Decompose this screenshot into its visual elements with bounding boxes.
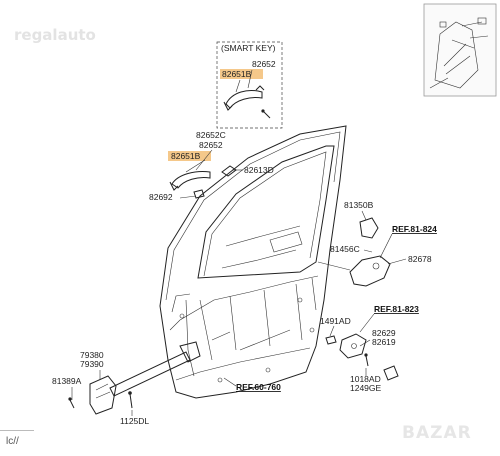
part-82651B-mid[interactable]: 82651B — [171, 151, 201, 161]
smart-key-label: (SMART KEY) — [221, 43, 276, 53]
ref-81-824[interactable]: REF.81-824 — [392, 224, 437, 234]
part-79390[interactable]: 79390 — [80, 359, 104, 369]
part-79380[interactable]: 79380 — [80, 350, 104, 360]
screw-icon — [261, 109, 271, 119]
watermark-bazar: BAZAR — [402, 423, 472, 443]
highlight-82651B-top — [220, 69, 263, 79]
highlight-82651B-mid — [168, 151, 211, 161]
outside-handle — [169, 171, 211, 191]
part-82629[interactable]: 82629 — [372, 328, 396, 338]
handle-pad — [193, 189, 205, 199]
bottom-caption: lc// — [6, 436, 19, 447]
outside-handle-smartkey — [223, 85, 265, 111]
part-82652-mid[interactable]: 82652 — [199, 140, 223, 150]
ref-81-823[interactable]: REF.81-823 — [374, 304, 419, 314]
part-81350B[interactable]: 81350B — [344, 200, 374, 210]
part-1018AD[interactable]: 1018AD — [350, 374, 381, 384]
hinge-bolt-icon — [128, 391, 133, 409]
thumbnail-inset[interactable] — [423, 3, 497, 97]
part-82652C[interactable]: 82652C — [196, 130, 226, 140]
bolt-81389A-icon — [68, 397, 75, 409]
cap-icon — [383, 365, 399, 381]
part-82651B-top[interactable]: 82651B — [222, 69, 252, 79]
part-81389A[interactable]: 81389A — [52, 376, 82, 386]
door-panel — [159, 125, 347, 399]
part-82678[interactable]: 82678 — [408, 254, 432, 264]
ref-60-760[interactable]: REF.60-760 — [236, 382, 281, 392]
watermark-text: regalauto — [14, 26, 96, 44]
part-82692[interactable]: 82692 — [149, 192, 173, 202]
part-82619[interactable]: 82619 — [372, 337, 396, 347]
screw-small-icon — [364, 353, 369, 367]
part-1125DL[interactable]: 1125DL — [120, 416, 149, 426]
part-1491AD[interactable]: 1491AD — [320, 316, 351, 326]
part-1249GE[interactable]: 1249GE — [350, 383, 382, 393]
smart-key-group: (SMART KEY) 82652 82651B — [216, 41, 283, 129]
door-checker — [89, 341, 201, 415]
part-81456C[interactable]: 81456C — [330, 244, 360, 254]
door-latch — [317, 255, 391, 287]
handle-cover — [221, 165, 237, 177]
latch-cover — [359, 217, 379, 239]
bolt-icon — [325, 335, 337, 345]
part-82652-top[interactable]: 82652 — [252, 59, 276, 69]
page-divider — [0, 430, 34, 431]
inside-handle — [339, 333, 367, 359]
part-82613D[interactable]: 82613D — [244, 165, 274, 175]
